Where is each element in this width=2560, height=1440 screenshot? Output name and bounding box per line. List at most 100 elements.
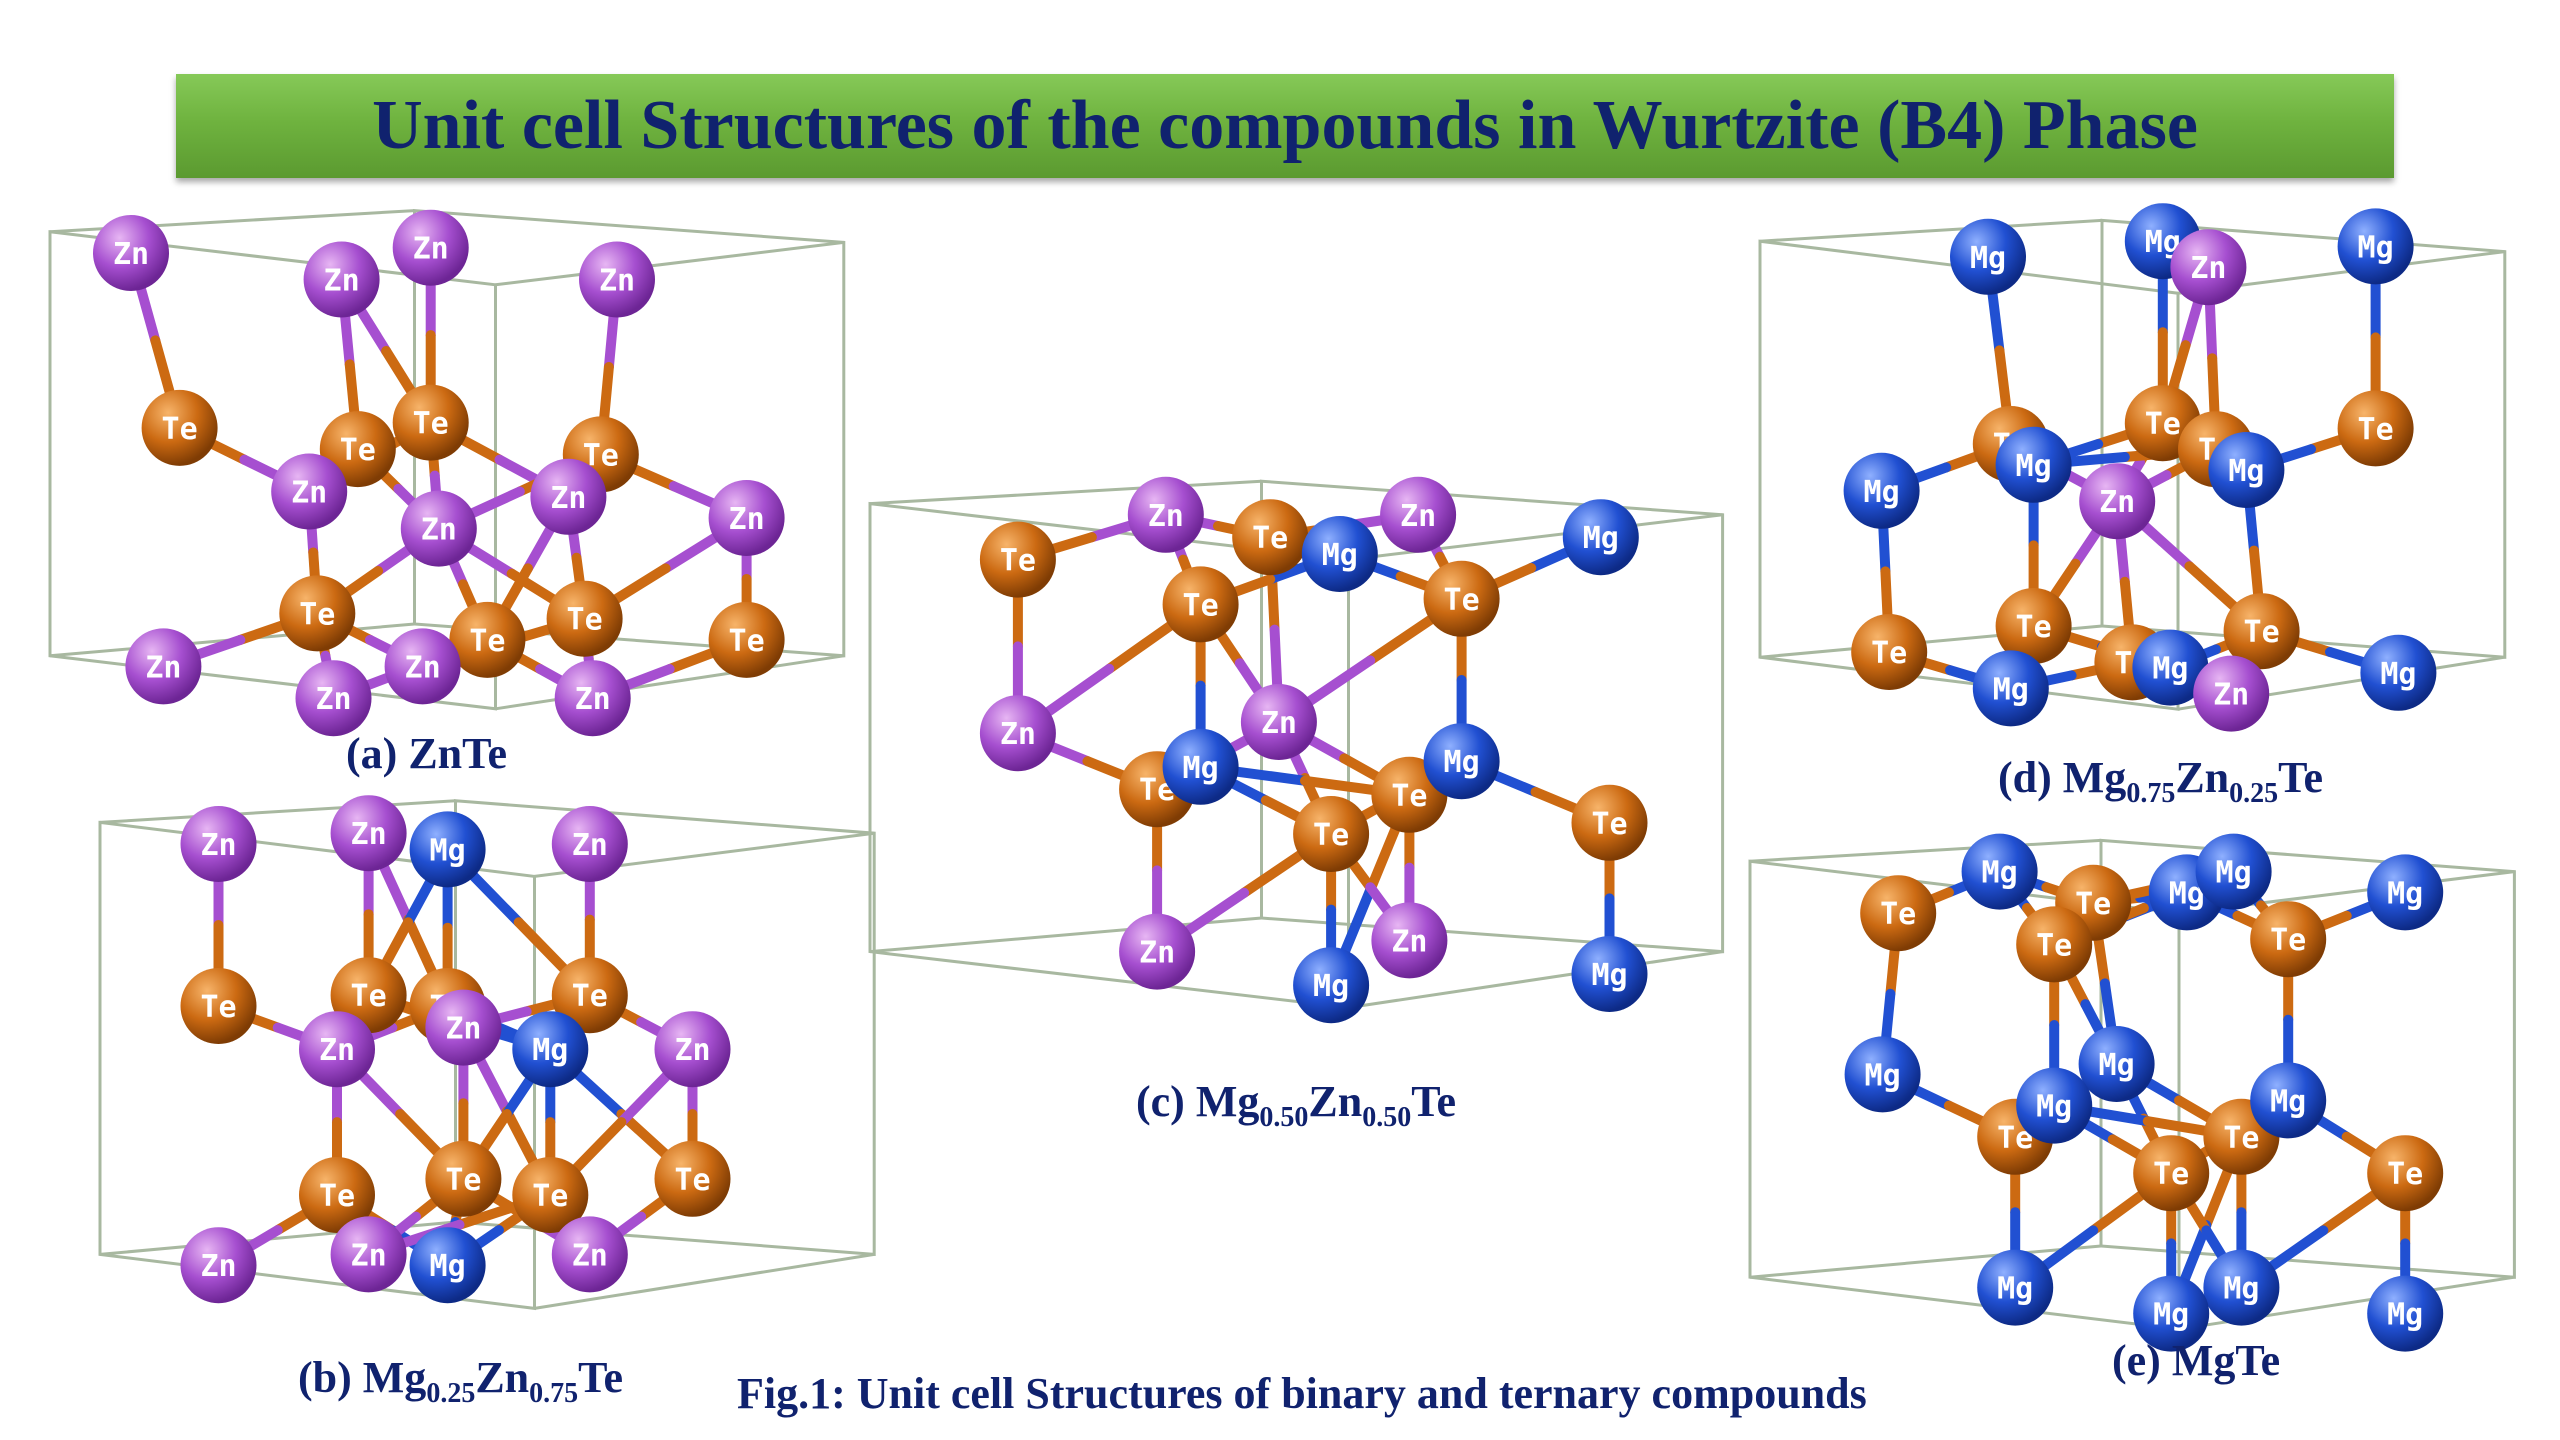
atom-mg: Mg	[1950, 218, 2026, 295]
atom-label: Te	[299, 597, 335, 632]
atom-te: Te	[708, 601, 785, 678]
atom-label: Mg	[2153, 1298, 2189, 1333]
atom-label: Te	[729, 624, 765, 659]
atom-mg: Mg	[2195, 833, 2272, 910]
atom-label: Te	[2075, 887, 2111, 922]
atom-label: Mg	[1313, 969, 1349, 1004]
atom-te: Te	[1995, 588, 2072, 664]
atom-label: Zn	[2099, 485, 2135, 520]
atom-label: Te	[2387, 1157, 2423, 1192]
atom-te: Te	[392, 384, 469, 461]
atom-label: Te	[1871, 636, 1907, 671]
atom-zn: Zn	[551, 1216, 628, 1293]
formula: MgTe	[2172, 1336, 2280, 1385]
atom-te: Te	[1162, 566, 1239, 643]
atom-label: Te	[162, 412, 198, 447]
atom-zn: Zn	[530, 458, 607, 535]
atom-label: Zn	[421, 513, 457, 548]
atom-te: Te	[1571, 784, 1648, 861]
atom-label: Zn	[405, 650, 441, 685]
atom-zn: Zn	[1371, 902, 1448, 979]
atom-mg: Mg	[1293, 947, 1370, 1024]
atom-label: Zn	[315, 682, 351, 717]
atom-label: Te	[2036, 928, 2072, 963]
atom-te: Te	[299, 1157, 375, 1233]
atom-zn: Zn	[979, 695, 1056, 772]
atom-label: Te	[1252, 521, 1288, 556]
atom-te: Te	[279, 575, 356, 652]
atom-label: Te	[2270, 923, 2306, 958]
atom-label: Mg	[430, 833, 466, 868]
atom-zn: Zn	[295, 660, 372, 737]
atom-zn: Zn	[654, 1011, 731, 1088]
atom-label: Mg	[2016, 449, 2052, 484]
atom-label: Zn	[113, 237, 149, 272]
figure-caption: Fig.1: Unit cell Structures of binary an…	[737, 1369, 1867, 1418]
atom-te: Te	[546, 580, 623, 657]
atom-mg: Mg	[1972, 650, 2049, 727]
atom-zn: Zn	[400, 490, 477, 567]
atom-zn: Zn	[551, 806, 628, 882]
atom-zn: Zn	[384, 628, 461, 705]
formula: Mg0.50Zn0.50Te	[1196, 1077, 1456, 1133]
atom-label: Mg	[1970, 241, 2006, 276]
atom-label: Te	[1391, 779, 1427, 814]
formula-element: Mg	[362, 1353, 427, 1402]
atom-label: Te	[1591, 807, 1627, 842]
atom-label: Zn	[729, 502, 765, 537]
atom-mg: Mg	[1301, 516, 1378, 592]
atom-label: Te	[1880, 897, 1916, 932]
atom-label: Zn	[413, 232, 449, 267]
atom-mg: Mg	[2208, 432, 2285, 508]
atom-label: Mg	[1183, 751, 1219, 786]
formula-element: ZnTe	[408, 729, 507, 778]
atom-mg: Mg	[409, 811, 486, 888]
atom-label: Mg	[2380, 657, 2416, 692]
atom-label: Zn	[2190, 251, 2226, 286]
atom-te: Te	[2337, 390, 2414, 467]
atom-te: Te	[1860, 875, 1937, 952]
atom-label: Te	[469, 624, 505, 659]
atom-te: Te	[180, 968, 257, 1044]
atom-te: Te	[425, 1140, 502, 1217]
atom-zn: Zn	[125, 628, 202, 705]
atom-zn: Zn	[708, 480, 785, 556]
atom-zn: Zn	[1380, 476, 1457, 553]
atom-te: Te	[1423, 560, 1500, 637]
atom-mg: Mg	[2203, 1249, 2280, 1326]
formula: Mg0.75Zn0.25Te	[2062, 753, 2323, 809]
atom-label: Zn	[599, 264, 635, 299]
formula-element: Te	[2278, 753, 2323, 802]
atom-mg: Mg	[1843, 452, 1920, 529]
atom-zn: Zn	[299, 1011, 375, 1088]
unit-cell-box	[1748, 838, 2516, 1331]
atom-mg: Mg	[2337, 208, 2414, 285]
atom-label: Zn	[319, 1033, 355, 1068]
formula-element: Mg	[2062, 753, 2127, 802]
atom-label: Mg	[1997, 1272, 2033, 1307]
formula-subscript: 0.50	[1362, 1102, 1412, 1133]
atom-label: Te	[2145, 407, 2181, 442]
atom-label: Zn	[291, 476, 327, 511]
atom-label: Zn	[550, 481, 586, 516]
atom-label: Zn	[1139, 936, 1175, 971]
atom-label: Mg	[2387, 876, 2423, 911]
atom-mg: Mg	[1977, 1249, 2054, 1326]
formula-subscript: 0.25	[2229, 778, 2279, 809]
atom-label: Mg	[532, 1033, 568, 1068]
atom-label: Mg	[1444, 745, 1480, 780]
atom-label: Zn	[674, 1033, 710, 1068]
atom-zn: Zn	[180, 1227, 257, 1304]
atom-mg: Mg	[2367, 854, 2444, 931]
atom-label: Te	[1183, 588, 1219, 623]
atom-label: Zn	[200, 828, 236, 863]
atom-label: Te	[1313, 818, 1349, 853]
atom-label: Te	[351, 979, 387, 1014]
atom-label: Zn	[1148, 499, 1184, 534]
atom-label: Mg	[2152, 652, 2188, 687]
atom-label: Te	[200, 990, 236, 1025]
panel-d-structure: MgMgZnMgTeTeTeTeMgMgZnMgTeTeTeTeMgMgZnMg	[1758, 203, 2507, 732]
atom-zn: Zn	[2170, 229, 2247, 306]
atom-mg: Mg	[512, 1011, 589, 1088]
